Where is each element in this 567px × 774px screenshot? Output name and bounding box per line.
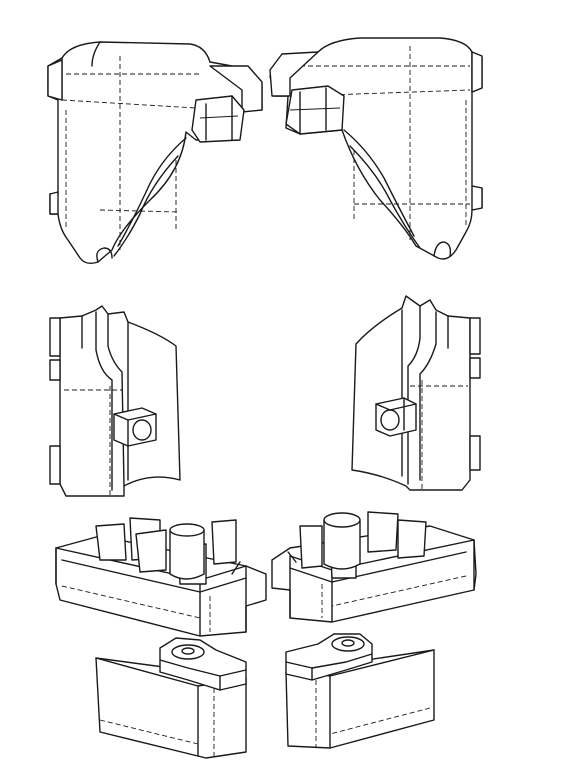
middle-left-side-view [49, 305, 181, 497]
lower-left-top-open-view [55, 517, 267, 637]
bottom-right-base-view [285, 633, 435, 749]
lower-right-top-open-view [271, 511, 477, 623]
upper-right-corner-connector-view [269, 37, 483, 260]
upper-left-corner-connector-view [47, 41, 263, 265]
bottom-left-base-view [95, 637, 247, 759]
middle-right-side-view [351, 295, 481, 491]
